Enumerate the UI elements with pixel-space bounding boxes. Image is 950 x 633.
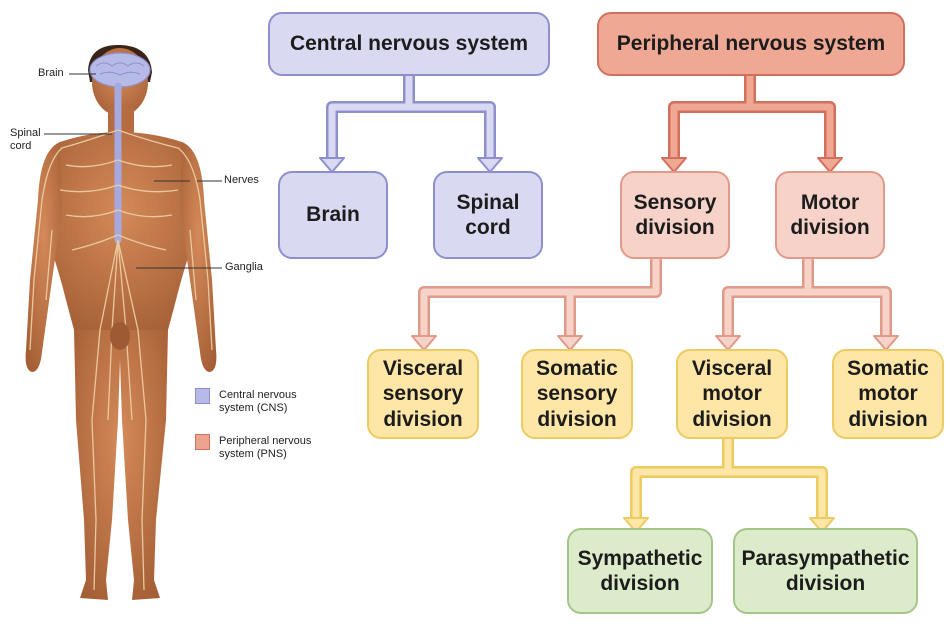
legend-label-cns: Central nervous system (CNS)	[219, 389, 297, 415]
legend-swatch-pns	[195, 434, 210, 450]
flowchart-connectors	[326, 70, 892, 526]
somatic-motor-division-box: Somatic motor division	[832, 349, 944, 439]
peripheral-nervous-system-box: Peripheral nervous system	[597, 12, 905, 76]
motor-division-box: Motor division	[775, 171, 885, 259]
visceral-sensory-division-box: Visceral sensory division	[367, 349, 479, 439]
visceral-motor-division-box: Visceral motor division	[676, 349, 788, 439]
flowchart-arrowheads	[319, 157, 899, 533]
spinal-cord-box: Spinal cord	[433, 171, 543, 259]
legend-swatch-cns	[195, 388, 210, 404]
sensory-division-box: Sensory division	[620, 171, 730, 259]
brain-box: Brain	[278, 171, 388, 259]
ganglia-label: Ganglia	[225, 261, 263, 273]
human-figure	[25, 44, 217, 600]
somatic-sensory-division-box: Somatic sensory division	[521, 349, 633, 439]
label-leader-lines	[44, 73, 222, 269]
legend-label-pns: Peripheral nervous system (PNS)	[219, 435, 312, 461]
sympathetic-division-box: Sympathetic division	[567, 528, 713, 614]
parasympathetic-division-box: Parasympathetic division	[733, 528, 918, 614]
central-nervous-system-box: Central nervous system	[268, 12, 550, 76]
brain-label: Brain	[38, 67, 64, 79]
spinal-cord-label: Spinal cord	[10, 127, 41, 153]
nerves-label: Nerves	[224, 174, 259, 186]
